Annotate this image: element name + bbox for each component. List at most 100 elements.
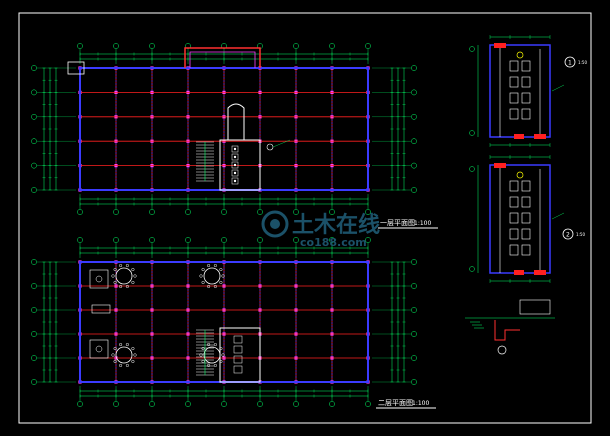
chair bbox=[201, 267, 205, 272]
first-floor-arch-corridor bbox=[227, 103, 245, 140]
fixture-dot bbox=[233, 179, 237, 183]
axis-bubble-bottom bbox=[185, 209, 191, 215]
detail-2-dimensions bbox=[469, 155, 551, 283]
toilet-stall bbox=[233, 345, 243, 354]
section-note-box bbox=[519, 299, 551, 315]
axis-bubble-bottom bbox=[77, 209, 83, 215]
chair bbox=[119, 363, 123, 368]
toilet-stall bbox=[231, 169, 239, 177]
detail-1: 1 1:50 bbox=[469, 35, 587, 147]
axis-bubble-bottom bbox=[293, 209, 299, 215]
round-table bbox=[115, 267, 133, 285]
first-floor-canopy-inner bbox=[189, 51, 256, 68]
detail-axis-bubble bbox=[469, 130, 475, 136]
axis-bubble-top bbox=[185, 237, 191, 243]
chair bbox=[131, 359, 135, 364]
section-profile bbox=[494, 320, 520, 341]
second-floor-stair bbox=[196, 329, 214, 376]
axis-bubble-bottom bbox=[293, 401, 299, 407]
axis-bubble-left bbox=[31, 187, 37, 193]
axis-bubble-bottom bbox=[257, 209, 263, 215]
fixture-dot bbox=[233, 171, 237, 175]
coffee-table bbox=[95, 345, 103, 353]
axis-bubble-top bbox=[77, 43, 83, 49]
chair bbox=[221, 274, 225, 278]
chair bbox=[131, 280, 135, 285]
axis-bubble-left bbox=[31, 138, 37, 145]
detail-toilet bbox=[509, 92, 519, 104]
detail-toilet bbox=[509, 60, 519, 72]
detail-2-scale: 1:50 bbox=[576, 232, 585, 237]
detail-axis-bubble bbox=[469, 166, 475, 172]
axis-bubble-bottom bbox=[329, 401, 335, 407]
first-floor-left-annex bbox=[67, 61, 85, 75]
axis-bubble-bottom bbox=[365, 401, 371, 407]
detail-1-scale: 1:50 bbox=[578, 60, 587, 65]
first-floor-core bbox=[219, 139, 261, 191]
axis-bubble-bottom bbox=[113, 209, 119, 215]
fixture-dot bbox=[233, 155, 237, 159]
axis-bubble-top bbox=[365, 237, 371, 243]
chair bbox=[219, 280, 223, 285]
axis-bubble-right bbox=[411, 307, 417, 313]
first-floor-scale: 1:100 bbox=[414, 220, 431, 227]
axis-bubble-bottom bbox=[149, 209, 155, 215]
chair bbox=[207, 342, 211, 347]
detail-toilet bbox=[521, 244, 531, 256]
axis-bubble-right bbox=[411, 65, 417, 71]
chair bbox=[113, 359, 117, 364]
detail-2: 2 1:50 bbox=[469, 155, 585, 283]
detail-toilet bbox=[521, 60, 531, 72]
axis-bubble-right bbox=[411, 331, 417, 337]
toilet-stall bbox=[233, 355, 243, 364]
chair bbox=[113, 280, 117, 285]
chair bbox=[213, 363, 217, 368]
axis-bubble-right bbox=[411, 187, 417, 193]
axis-bubble-left bbox=[31, 331, 37, 337]
detail-toilet bbox=[509, 228, 519, 240]
detail-toilet bbox=[521, 92, 531, 104]
axis-bubble-left bbox=[31, 307, 37, 313]
chair bbox=[207, 263, 211, 268]
round-table bbox=[203, 267, 221, 285]
axis-bubble-top bbox=[221, 237, 227, 243]
chair bbox=[119, 284, 123, 289]
detail-toilet bbox=[509, 180, 519, 192]
detail-toilet bbox=[509, 244, 519, 256]
detail-toilet bbox=[521, 108, 531, 120]
detail-axis-bubble bbox=[469, 46, 475, 52]
chair bbox=[199, 353, 203, 357]
axis-bubble-top bbox=[113, 237, 119, 243]
axis-bubble-bottom bbox=[221, 401, 227, 407]
drawing-frame bbox=[18, 12, 592, 424]
detail-door-marker bbox=[494, 163, 506, 168]
axis-bubble-left bbox=[31, 113, 37, 120]
detail-1-mark: 1 bbox=[568, 60, 572, 67]
detail-toilet bbox=[521, 196, 531, 208]
watermark-logo bbox=[261, 210, 289, 238]
detail-door-marker bbox=[534, 134, 546, 139]
chair bbox=[207, 363, 211, 368]
detail-toilet bbox=[521, 76, 531, 88]
axis-bubble-right bbox=[411, 379, 417, 385]
axis-bubble-bottom bbox=[257, 401, 263, 407]
axis-bubble-bottom bbox=[365, 209, 371, 215]
first-floor-stair bbox=[196, 141, 214, 182]
detail-2-mark-circle bbox=[562, 228, 574, 240]
toilet-stall bbox=[231, 145, 239, 153]
fixture-dot bbox=[233, 163, 237, 167]
lounge-sofa bbox=[89, 339, 109, 359]
chair bbox=[133, 353, 137, 357]
detail-door-marker bbox=[534, 270, 546, 275]
axis-bubble-left bbox=[31, 283, 37, 289]
chair bbox=[131, 267, 135, 272]
axis-bubble-bottom bbox=[77, 401, 83, 407]
round-table bbox=[115, 346, 133, 364]
axis-bubble-top bbox=[113, 43, 119, 49]
second-floor-core bbox=[219, 327, 261, 383]
axis-bubble-left bbox=[31, 162, 37, 169]
toilet-stall bbox=[231, 177, 239, 185]
wall-section-detail bbox=[465, 299, 555, 355]
